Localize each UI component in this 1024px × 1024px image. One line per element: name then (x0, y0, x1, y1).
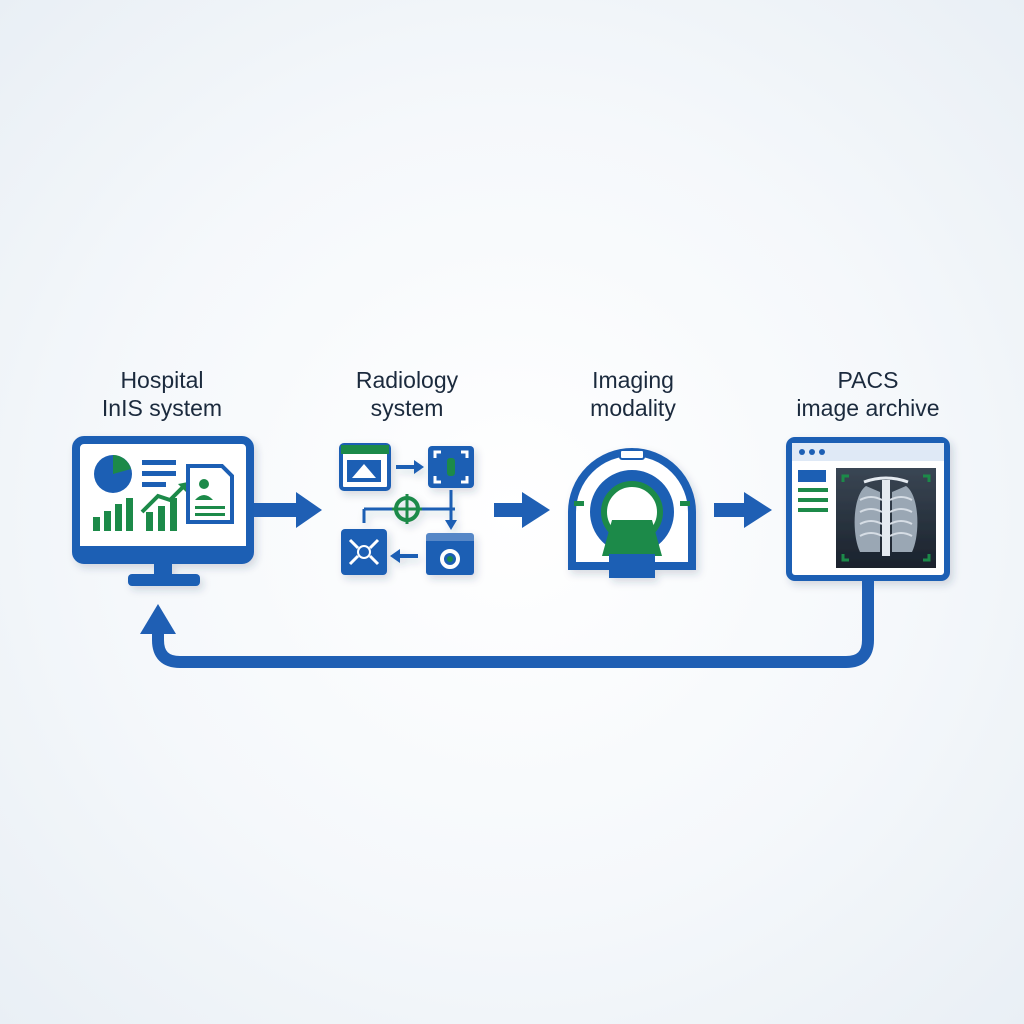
node-label-ris-line2: system (370, 395, 444, 421)
arrow-pacs-to-his (140, 580, 874, 668)
node-label-modality-line1: Imaging (592, 367, 674, 393)
workflow-icon (339, 443, 474, 575)
chest-xray-image (854, 476, 918, 556)
ct-scanner-icon (568, 448, 696, 578)
bar-chart-icon (93, 482, 188, 531)
node-label-pacs: PACS image archive (758, 366, 978, 422)
node-label-ris: Radiology system (297, 366, 517, 422)
arrow-ris-to-modality (494, 492, 550, 528)
node-label-pacs-line2: image archive (796, 395, 940, 421)
node-label-his: Hospital InIS system (52, 366, 272, 422)
computer-monitor-dashboard-icon (72, 436, 254, 586)
xray-viewer-icon (786, 437, 950, 581)
node-label-modality-line2: modality (590, 395, 676, 421)
node-label-his-line1: Hospital (120, 367, 204, 393)
node-label-his-line2: InIS system (101, 395, 223, 421)
node-label-modality: Imaging modality (523, 366, 743, 422)
node-label-pacs-line1: PACS (837, 367, 899, 393)
node-label-ris-line1: Radiology (355, 367, 459, 393)
scanner-table (602, 520, 662, 556)
arrow-his-to-ris (254, 492, 322, 528)
arrow-modality-to-pacs (714, 492, 772, 528)
patient-record-icon (186, 464, 234, 524)
